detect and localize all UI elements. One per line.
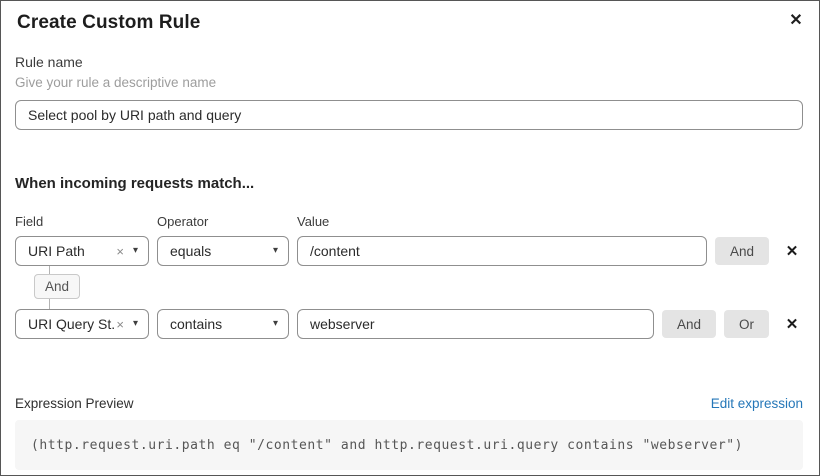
condition-column-labels: Field Operator Value <box>15 214 803 229</box>
field-select[interactable]: URI Query St... × ▾ <box>15 309 149 339</box>
add-or-condition-button[interactable]: Or <box>724 310 769 338</box>
expression-header: Expression Preview Edit expression <box>15 396 803 411</box>
chevron-down-icon: ▾ <box>272 318 278 329</box>
condition-connector: And <box>34 266 803 309</box>
operator-select[interactable]: equals ▾ <box>157 236 289 266</box>
chevron-down-icon: ▾ <box>272 245 278 256</box>
condition-row: URI Path × ▾ equals ▾ And ✕ <box>15 236 803 266</box>
field-select-value: URI Query St... <box>28 316 117 332</box>
and-connector-chip[interactable]: And <box>34 274 81 299</box>
connector-line <box>49 299 50 309</box>
match-heading: When incoming requests match... <box>15 175 255 192</box>
field-column-label: Field <box>15 214 44 229</box>
add-and-condition-button[interactable]: And <box>661 310 716 338</box>
expression-code-preview: (http.request.uri.path eq "/content" and… <box>15 420 803 470</box>
value-input[interactable] <box>297 236 707 266</box>
clear-icon[interactable]: × <box>116 316 124 332</box>
delete-condition-icon[interactable]: ✕ <box>781 240 803 262</box>
condition-row: URI Query St... × ▾ contains ▾ And Or ✕ <box>15 309 803 339</box>
rule-name-label: Rule name <box>15 54 83 70</box>
value-column-label: Value <box>297 214 330 229</box>
expression-preview-label: Expression Preview <box>15 396 134 411</box>
delete-condition-icon[interactable]: ✕ <box>781 313 803 335</box>
field-select[interactable]: URI Path × ▾ <box>15 236 149 266</box>
dialog-title: Create Custom Rule <box>17 12 201 33</box>
operator-select-value: contains <box>170 316 223 332</box>
clear-icon[interactable]: × <box>116 243 124 259</box>
close-icon[interactable]: ✕ <box>785 9 807 31</box>
chevron-down-icon: ▾ <box>132 318 138 329</box>
rule-name-input[interactable] <box>15 100 803 130</box>
add-and-condition-button[interactable]: And <box>714 237 769 265</box>
operator-column-label: Operator <box>157 214 209 229</box>
chevron-down-icon: ▾ <box>132 245 138 256</box>
connector-line <box>49 266 50 274</box>
operator-select-value: equals <box>170 243 212 259</box>
field-select-value: URI Path <box>28 243 85 259</box>
rule-name-helper: Give your rule a descriptive name <box>15 75 217 90</box>
edit-expression-link[interactable]: Edit expression <box>710 396 803 411</box>
value-input[interactable] <box>297 309 654 339</box>
operator-select[interactable]: contains ▾ <box>157 309 289 339</box>
